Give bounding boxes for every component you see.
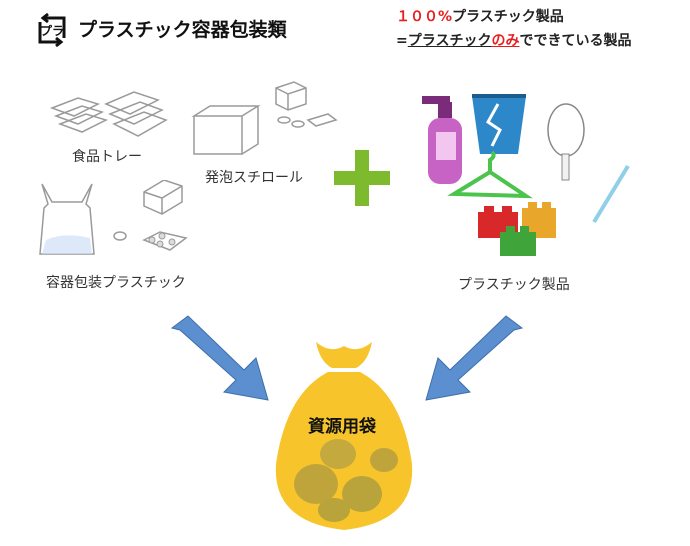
- note-underline-plastic: プラスチック: [407, 33, 492, 49]
- food-tray-label: 食品トレー: [72, 149, 142, 165]
- resource-bag-icon: [264, 334, 424, 534]
- arrow-right-icon: [418, 314, 528, 404]
- styrofoam-label: 発泡スチロール: [205, 170, 303, 186]
- plastic-products-illustration: [414, 90, 634, 260]
- bucket-icon: [472, 94, 526, 154]
- styrofoam-illustration: [190, 80, 340, 160]
- plastic-products-label: プラスチック製品: [458, 277, 570, 293]
- note-line-2: =プラスチックのみでできている製品: [396, 30, 631, 50]
- fly-swatter-icon: [547, 103, 585, 181]
- toy-blocks-icon: [478, 202, 556, 256]
- plus-icon: [330, 146, 394, 210]
- note-line2-rest: でできている製品: [519, 33, 632, 49]
- container-plastic-illustration: [34, 180, 204, 262]
- note-line1-text: プラスチック製品: [452, 9, 564, 25]
- logo-text: プラ: [40, 23, 64, 38]
- resource-bag-label: 資源用袋: [308, 417, 376, 437]
- recycle-pura-mark-icon: プラ: [34, 12, 70, 48]
- container-plastic-label: 容器包装プラスチック: [46, 275, 186, 291]
- note-underline-only: のみ: [491, 33, 520, 49]
- bottle-icon: [422, 96, 462, 184]
- note-equals: =: [396, 33, 408, 49]
- food-tray-illustration: [48, 78, 178, 148]
- page-title: プラスチック容器包装類: [78, 19, 287, 41]
- note-percent: １００%: [396, 9, 453, 25]
- note-line-1: １００%プラスチック製品: [396, 6, 564, 26]
- arrow-left-icon: [166, 314, 276, 404]
